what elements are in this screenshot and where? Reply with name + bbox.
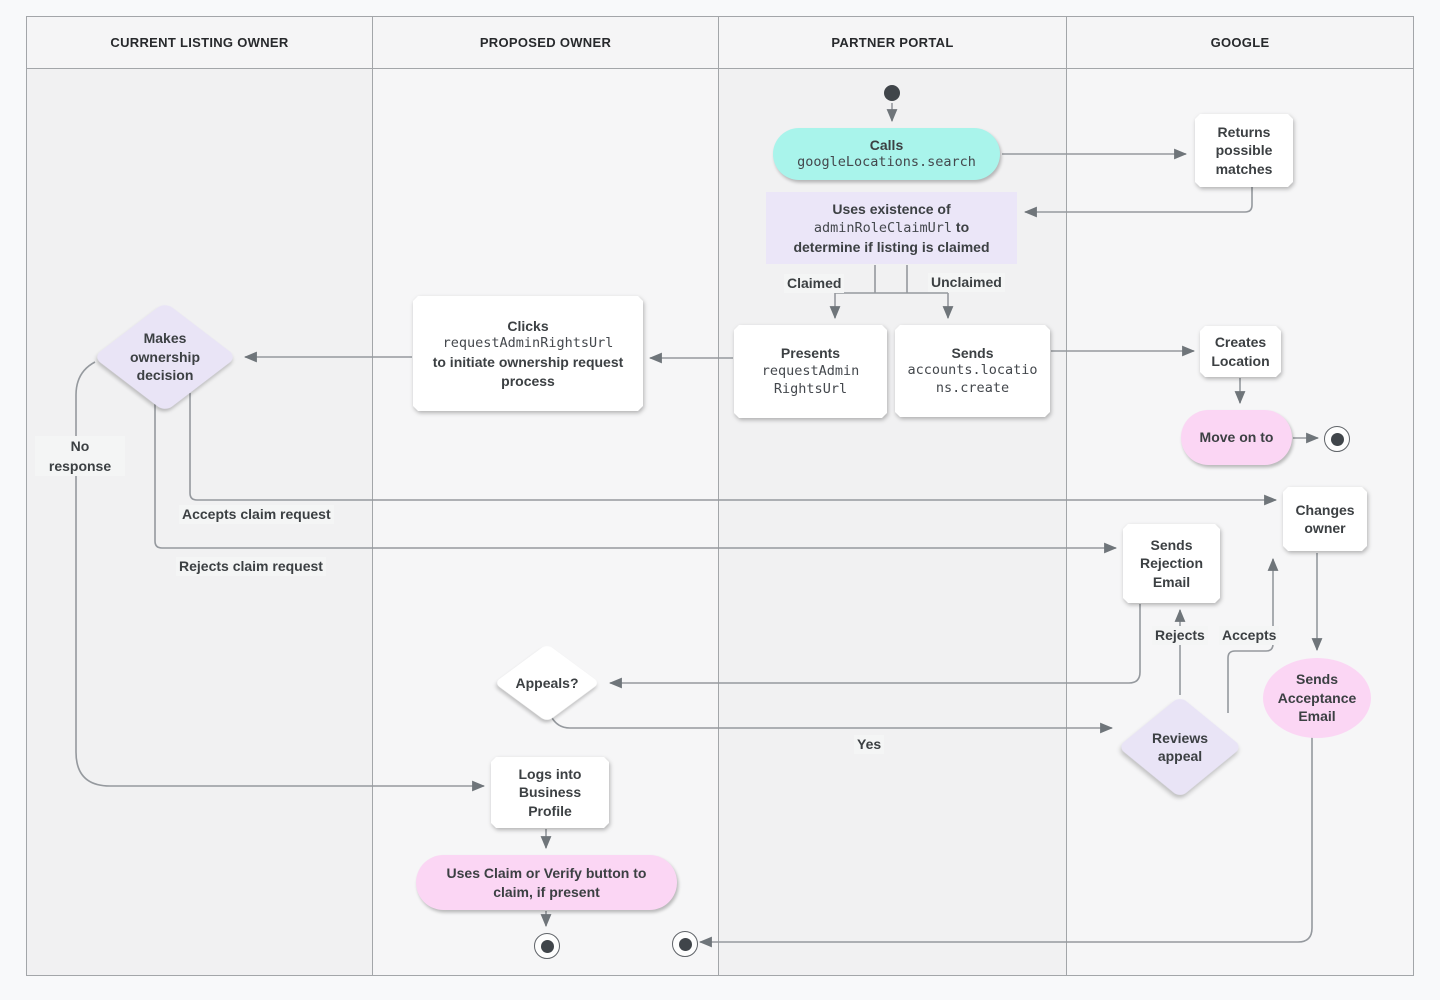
node-uses-claim-or-verify: Uses Claim or Verify button to claim, if… [416,855,677,910]
node-presents-requestadminrightsurl: Presents requestAdminRightsUrl [734,325,887,418]
lane-title: CURRENT LISTING OWNER [110,35,289,50]
node-text: Uses existence of [832,200,951,217]
node-label: Appeals? [515,674,579,691]
node-logs-into-business-profile: Logs into Business Profile [491,757,609,828]
node-code: adminRoleClaimUrl [813,220,953,237]
node-label: Uses Claim or Verify button to claim, if… [446,865,647,900]
node-code: accounts.locations.create [907,362,1038,397]
node-uses-existence-adminroleclaimurl: Uses existence of adminRoleClaimUrl to d… [766,192,1017,264]
end-node-create-flow [1324,426,1350,452]
node-label: Clicks [507,317,549,334]
node-text: to initiate ownership request process [432,354,624,389]
edge-label-unclaimed: Unclaimed [928,273,1005,292]
node-returns-possible-matches: Returns possible matches [1195,114,1293,187]
node-sends-accounts-locations-create: Sends accounts.locations.create [895,325,1050,417]
lane-header-proposed-owner: PROPOSED OWNER [373,17,718,69]
node-label: Creates Location [1211,334,1270,369]
edge-label-rejects-claim-request: Rejects claim request [176,557,326,576]
edge-label-no-response: No response [35,436,125,476]
node-code: requestAdminRightsUrl [761,362,860,397]
edge-label-accepts-claim-request: Accepts claim request [179,505,334,524]
node-label: Returns possible matches [1215,123,1273,177]
lane-header-google: GOOGLE [1067,17,1413,69]
lane-title: PROPOSED OWNER [479,35,612,50]
start-node [884,85,900,101]
node-clicks-requestadminrightsurl: Clicks requestAdminRightsUrl to initiate… [413,296,643,411]
edge-label-accepts: Accepts [1219,626,1280,645]
end-node-claim-flow [534,933,560,959]
node-label: Presents [780,345,841,362]
node-label: Makes ownership decision [129,330,200,384]
node-text: determine if listing is claimed [793,238,990,255]
node-text: to [955,219,970,236]
node-label: Calls [869,136,904,153]
lane-header-current-listing-owner: CURRENT LISTING OWNER [27,17,372,69]
node-move-on-to: Move on to [1181,410,1292,465]
node-code: googleLocations.search [797,154,976,171]
node-sends-rejection-email: Sends Rejection Email [1123,524,1220,603]
node-code: requestAdminRightsUrl [442,335,614,352]
node-appeals: Appeals? [494,643,600,723]
edge-label-claimed: Claimed [784,274,845,293]
node-label: Logs into Business Profile [518,765,582,819]
node-sends-acceptance-email: Sends Acceptance Email [1263,658,1371,738]
node-creates-location: Creates Location [1200,326,1281,377]
lane-proposed-owner: PROPOSED OWNER [373,17,719,975]
node-label: Sends [951,344,994,361]
node-label: Move on to [1199,429,1274,446]
node-label: Sends Rejection Email [1139,536,1203,590]
node-label: Changes owner [1295,501,1355,536]
node-makes-ownership-decision: Makes ownership decision [93,301,237,413]
node-calls-googlelocations-search: Calls googleLocations.search [773,128,1000,180]
edge-label-rejects: Rejects [1152,626,1208,645]
lane-body [373,69,718,975]
lane-header-partner-portal: PARTNER PORTAL [719,17,1066,69]
lane-title: PARTNER PORTAL [831,35,954,50]
edge-label-yes: Yes [854,735,885,754]
end-node-owner-flow [672,931,698,957]
node-label: Sends Acceptance Email [1277,671,1357,725]
node-label: Reviews appeal [1151,729,1209,764]
lane-title: GOOGLE [1210,35,1270,50]
lane-current-listing-owner: CURRENT LISTING OWNER [27,17,373,975]
node-reviews-appeal: Reviews appeal [1117,696,1243,798]
node-changes-owner: Changes owner [1283,487,1367,551]
